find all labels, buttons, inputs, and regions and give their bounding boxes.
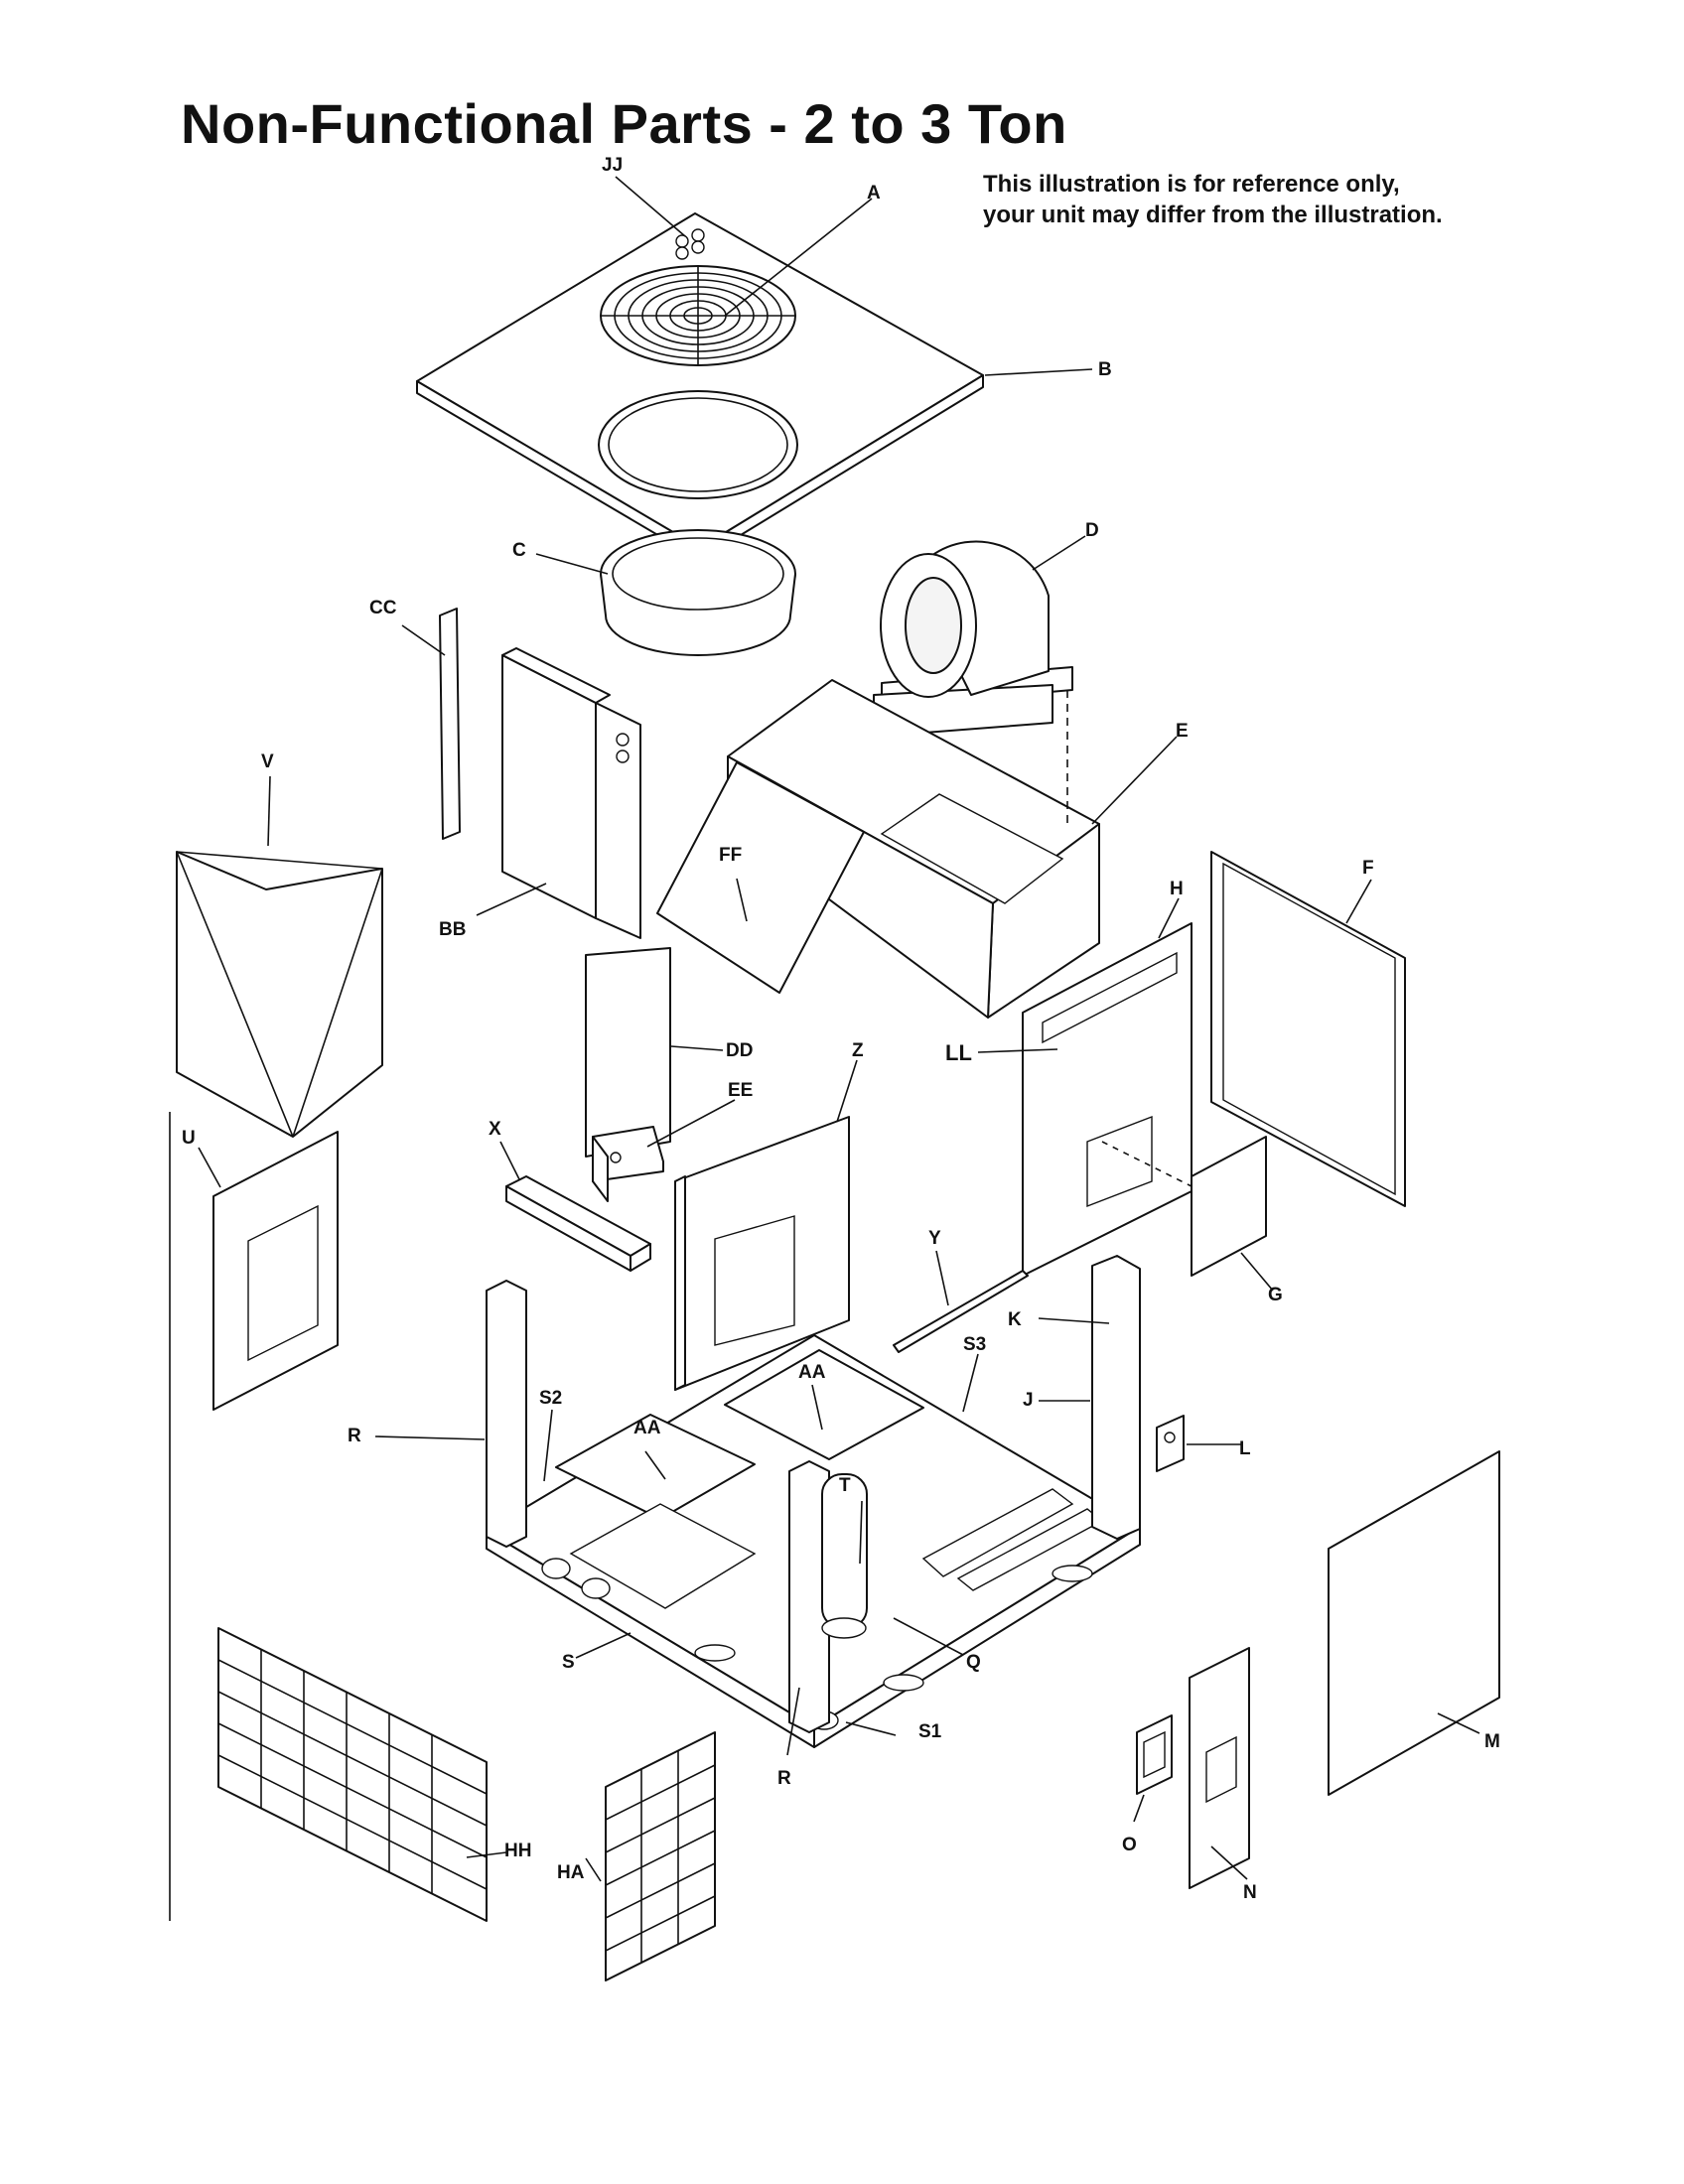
part-o-outlet	[1136, 1714, 1173, 1795]
reference-note-line-1: This illustration is for reference only,	[983, 171, 1400, 198]
part-y-brace	[893, 1270, 1029, 1353]
label-ha: HA	[557, 1862, 585, 1883]
part-a-fan-guard	[600, 265, 796, 366]
part-j-corner-post-right	[1091, 1255, 1141, 1540]
part-v-filter	[176, 851, 383, 1138]
label-cc: CC	[369, 598, 397, 618]
part-r-corner-post-left	[486, 1280, 527, 1548]
label-jj: JJ	[602, 155, 623, 176]
label-ll: LL	[945, 1040, 972, 1065]
label-z: Z	[852, 1040, 864, 1061]
label-j: J	[1023, 1390, 1034, 1411]
label-aa-left: AA	[633, 1418, 661, 1438]
label-s1: S1	[918, 1721, 942, 1742]
part-r-corner-post-front	[788, 1460, 830, 1733]
part-cc-corner-post	[439, 608, 461, 840]
leader-lines	[198, 176, 1480, 1882]
part-hh-grille	[217, 1627, 488, 1922]
label-m: M	[1484, 1731, 1500, 1752]
label-s: S	[562, 1652, 575, 1673]
part-bb-side-panel	[501, 647, 641, 939]
part-m-side-panel	[1328, 1450, 1500, 1796]
label-o: O	[1122, 1835, 1137, 1855]
part-n-control-panel	[1189, 1647, 1250, 1889]
part-dd-control-panel	[585, 947, 671, 1158]
part-aa-coil-panel-right	[724, 1349, 924, 1460]
part-ff-access-panel	[656, 761, 865, 994]
part-f-side-panel	[1210, 851, 1406, 1207]
part-aa-coil-panel-left	[555, 1414, 757, 1609]
label-x: X	[489, 1119, 501, 1140]
label-k: K	[1008, 1309, 1022, 1330]
label-ee: EE	[728, 1080, 753, 1101]
label-l: L	[1239, 1438, 1251, 1459]
part-b-orifice-ring	[598, 390, 798, 499]
label-f: F	[1362, 858, 1374, 879]
label-ff: FF	[719, 845, 742, 866]
label-t: T	[839, 1475, 851, 1496]
label-aa-right: AA	[798, 1362, 826, 1383]
part-z-partition	[674, 1116, 850, 1391]
reference-note: This illustration is for reference only,…	[983, 169, 1443, 230]
label-e: E	[1176, 721, 1189, 742]
part-t-compressor	[821, 1473, 868, 1639]
label-y: Y	[928, 1228, 941, 1249]
label-s3: S3	[963, 1334, 986, 1355]
label-r-left: R	[348, 1426, 361, 1446]
label-a: A	[867, 183, 881, 204]
part-x-drain-pan	[505, 1175, 651, 1272]
label-u: U	[182, 1128, 196, 1149]
part-jj-fasteners	[675, 228, 705, 260]
part-labels: JJ A B C D CC E V FF BB F H DD Z LL EE X…	[182, 155, 1500, 1903]
part-u-access-panel	[212, 1131, 339, 1411]
part-c-venturi	[600, 529, 796, 656]
label-g: G	[1268, 1285, 1283, 1305]
page-title: Non-Functional Parts - 2 to 3 Ton	[181, 92, 1067, 155]
label-c: C	[512, 540, 526, 561]
label-d: D	[1085, 520, 1099, 541]
label-r-front: R	[777, 1768, 791, 1789]
label-b: B	[1098, 359, 1112, 380]
label-h: H	[1170, 879, 1184, 899]
part-g-cover-plate	[1191, 1136, 1267, 1277]
label-bb: BB	[439, 919, 466, 940]
part-h-rear-panel	[1022, 922, 1212, 1277]
label-hh: HH	[504, 1841, 531, 1861]
label-n: N	[1243, 1882, 1257, 1903]
part-d-blower-housing	[873, 540, 1073, 738]
part-ee-bracket	[592, 1126, 664, 1202]
part-l-plate	[1156, 1415, 1185, 1472]
label-dd: DD	[726, 1040, 753, 1061]
label-v: V	[261, 751, 274, 772]
reference-note-line-2: your unit may differ from the illustrati…	[983, 202, 1443, 228]
part-ha-grille	[605, 1731, 716, 1981]
label-q: Q	[966, 1652, 981, 1673]
label-s2: S2	[539, 1388, 562, 1409]
